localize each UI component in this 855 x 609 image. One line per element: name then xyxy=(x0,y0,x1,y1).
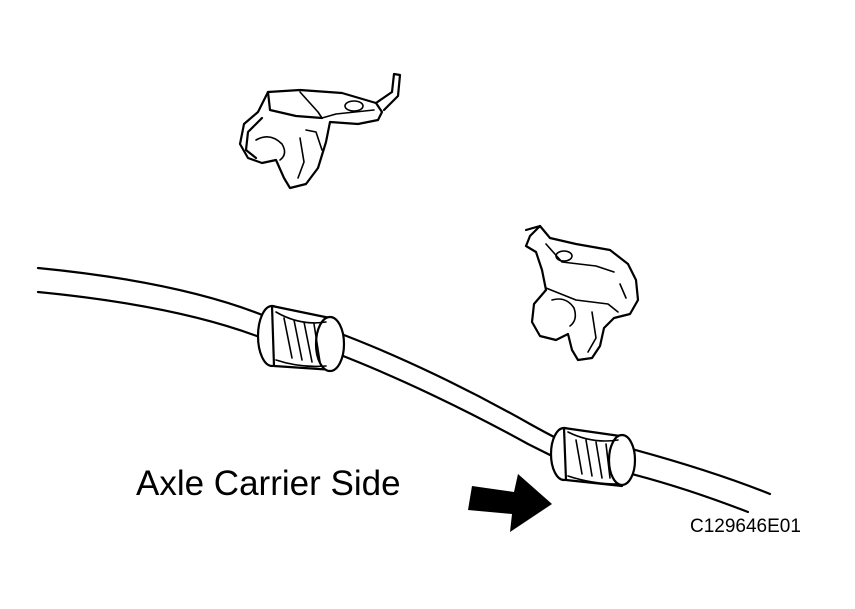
right-grommet xyxy=(549,426,637,488)
figure-code-label: C129646E01 xyxy=(690,516,801,537)
brake-tube xyxy=(36,266,772,514)
right-clamp-bracket xyxy=(524,224,640,362)
left-grommet xyxy=(256,304,346,373)
axle-carrier-side-label: Axle Carrier Side xyxy=(136,464,401,503)
arrow-icon xyxy=(468,474,552,532)
upper-clamp-bracket xyxy=(238,72,402,190)
